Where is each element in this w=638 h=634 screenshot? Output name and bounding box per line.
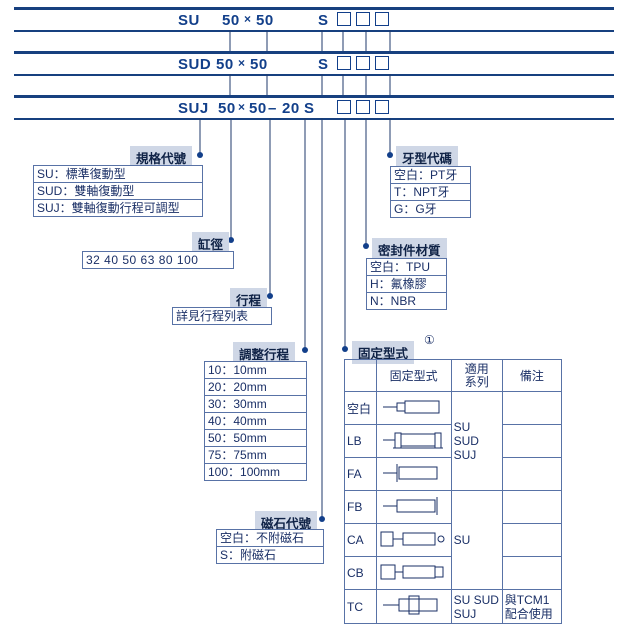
mount-code: TC (344, 589, 377, 624)
adjust-row: 100：100mm (208, 465, 281, 479)
code-sud-x: × (238, 56, 246, 70)
code-suj-prefix: SUJ (178, 100, 209, 117)
code-su-bore: 50 (222, 12, 240, 29)
spec-row: SUJ：雙軸復動行程可調型 (37, 201, 180, 215)
cylinder-lb-icon (375, 424, 452, 458)
mount-note-mark: ① (424, 333, 435, 347)
mount-code: FB (344, 490, 377, 524)
adjust-row: 75：75mm (205, 447, 306, 464)
mount-header-remark: 備注 (501, 359, 563, 392)
code-suj-stroke: 50 (249, 100, 267, 117)
mount-table: 固定型式 適用 系列 備注 空白 SU SUD SUJ LB FA FB SU … (344, 359, 563, 624)
mount-remark-tc: 與TCM1 配合使用 (501, 589, 563, 624)
code-suj-bore: 50 (218, 100, 236, 117)
cylinder-tc-icon (375, 589, 452, 624)
mount-code: LB (344, 424, 377, 458)
stroke-title: 行程 (230, 288, 268, 311)
stroke-box: 詳見行程列表 (172, 307, 272, 325)
code-suj-adj: 20 (282, 100, 300, 117)
mount-header-type: 固定型式 (375, 359, 452, 392)
spec-title: 規格代號 (130, 146, 193, 169)
spec-box: SU：標準復動型 SUD：雙軸復動型 SUJ：雙軸復動行程可調型 (33, 165, 203, 217)
bore-values: 32 40 50 63 80 100 (86, 253, 199, 267)
seal-row: H：氟橡膠 (367, 276, 446, 293)
thread-row: 空白：PT牙 (391, 167, 470, 184)
dot-magnet (319, 516, 325, 522)
mount-code: 空白 (344, 391, 377, 425)
dot-seal (363, 243, 369, 249)
code-su-stroke: 50 (256, 12, 274, 29)
spec-row: SUD：雙軸復動型 (34, 183, 202, 200)
adjust-row: 40：40mm (205, 413, 306, 430)
code-row-sud: SUD 50 × 50 S (0, 54, 638, 74)
cylinder-fb-icon (375, 490, 452, 524)
seal-row: 空白：TPU (367, 259, 446, 276)
code-sud-prefix: SUD (178, 56, 212, 73)
mount-title: 固定型式 (352, 341, 415, 364)
adjust-row: 50：50mm (205, 430, 306, 447)
thread-row: G：G牙 (394, 202, 437, 216)
mount-code: CB (344, 556, 377, 590)
code-suj-x: × (238, 100, 246, 114)
magnet-row: S：附磁石 (220, 548, 277, 562)
dot-stroke (267, 293, 273, 299)
adjust-title: 調整行程 (233, 342, 296, 365)
code-su-s: S (318, 12, 329, 29)
code-sud-s: S (318, 56, 329, 73)
mount-series-3: SU SUD SUJ (450, 589, 503, 624)
cylinder-ca-icon (375, 523, 452, 557)
adjust-row: 20：20mm (205, 379, 306, 396)
seal-row: N：NBR (370, 294, 417, 308)
code-suj-dash: – (268, 100, 277, 117)
seal-title: 密封件材質 (372, 238, 447, 261)
thread-box: 空白：PT牙 T：NPT牙 G：G牙 (390, 166, 471, 218)
mount-header-series: 適用 系列 (450, 359, 503, 392)
thread-title: 牙型代碼 (396, 146, 459, 169)
dot-mount (342, 346, 348, 352)
magnet-row: 空白：不附磁石 (217, 530, 323, 547)
cylinder-icon (375, 391, 452, 425)
mount-code: CA (344, 523, 377, 557)
code-sud-stroke: 50 (250, 56, 268, 73)
bore-title: 缸徑 (192, 232, 230, 255)
cylinder-fa-icon (375, 457, 452, 491)
mount-series-2: SU (450, 490, 503, 590)
bore-box: 32 40 50 63 80 100 (82, 251, 234, 269)
thread-row: T：NPT牙 (391, 184, 470, 201)
code-row-su: SU 50 × 50 S (0, 10, 638, 30)
dot-thread (387, 152, 393, 158)
dot-spec (197, 152, 203, 158)
code-suj-s: S (304, 100, 315, 117)
stroke-value: 詳見行程列表 (176, 309, 249, 323)
cylinder-cb-icon (375, 556, 452, 590)
code-su-prefix: SU (178, 12, 200, 29)
magnet-title: 磁石代號 (255, 511, 318, 534)
magnet-box: 空白：不附磁石 S：附磁石 (216, 529, 324, 564)
code-suj-boxes (332, 100, 389, 117)
code-sud-boxes (332, 56, 389, 73)
dot-bore (228, 237, 234, 243)
seal-box: 空白：TPU H：氟橡膠 N：NBR (366, 258, 447, 310)
dot-adjust (302, 347, 308, 353)
code-su-boxes (332, 12, 389, 29)
adjust-row: 10：10mm (205, 362, 306, 379)
code-sud-bore: 50 (216, 56, 234, 73)
mount-code: FA (344, 457, 377, 491)
adjust-box: 10：10mm 20：20mm 30：30mm 40：40mm 50：50mm … (204, 361, 307, 481)
spec-row: SU：標準復動型 (34, 166, 202, 183)
code-su-x: × (244, 12, 252, 26)
mount-series-1: SU SUD SUJ (450, 391, 503, 491)
adjust-row: 30：30mm (205, 396, 306, 413)
code-row-suj: SUJ 50 × 50 – 20 S (0, 98, 638, 118)
